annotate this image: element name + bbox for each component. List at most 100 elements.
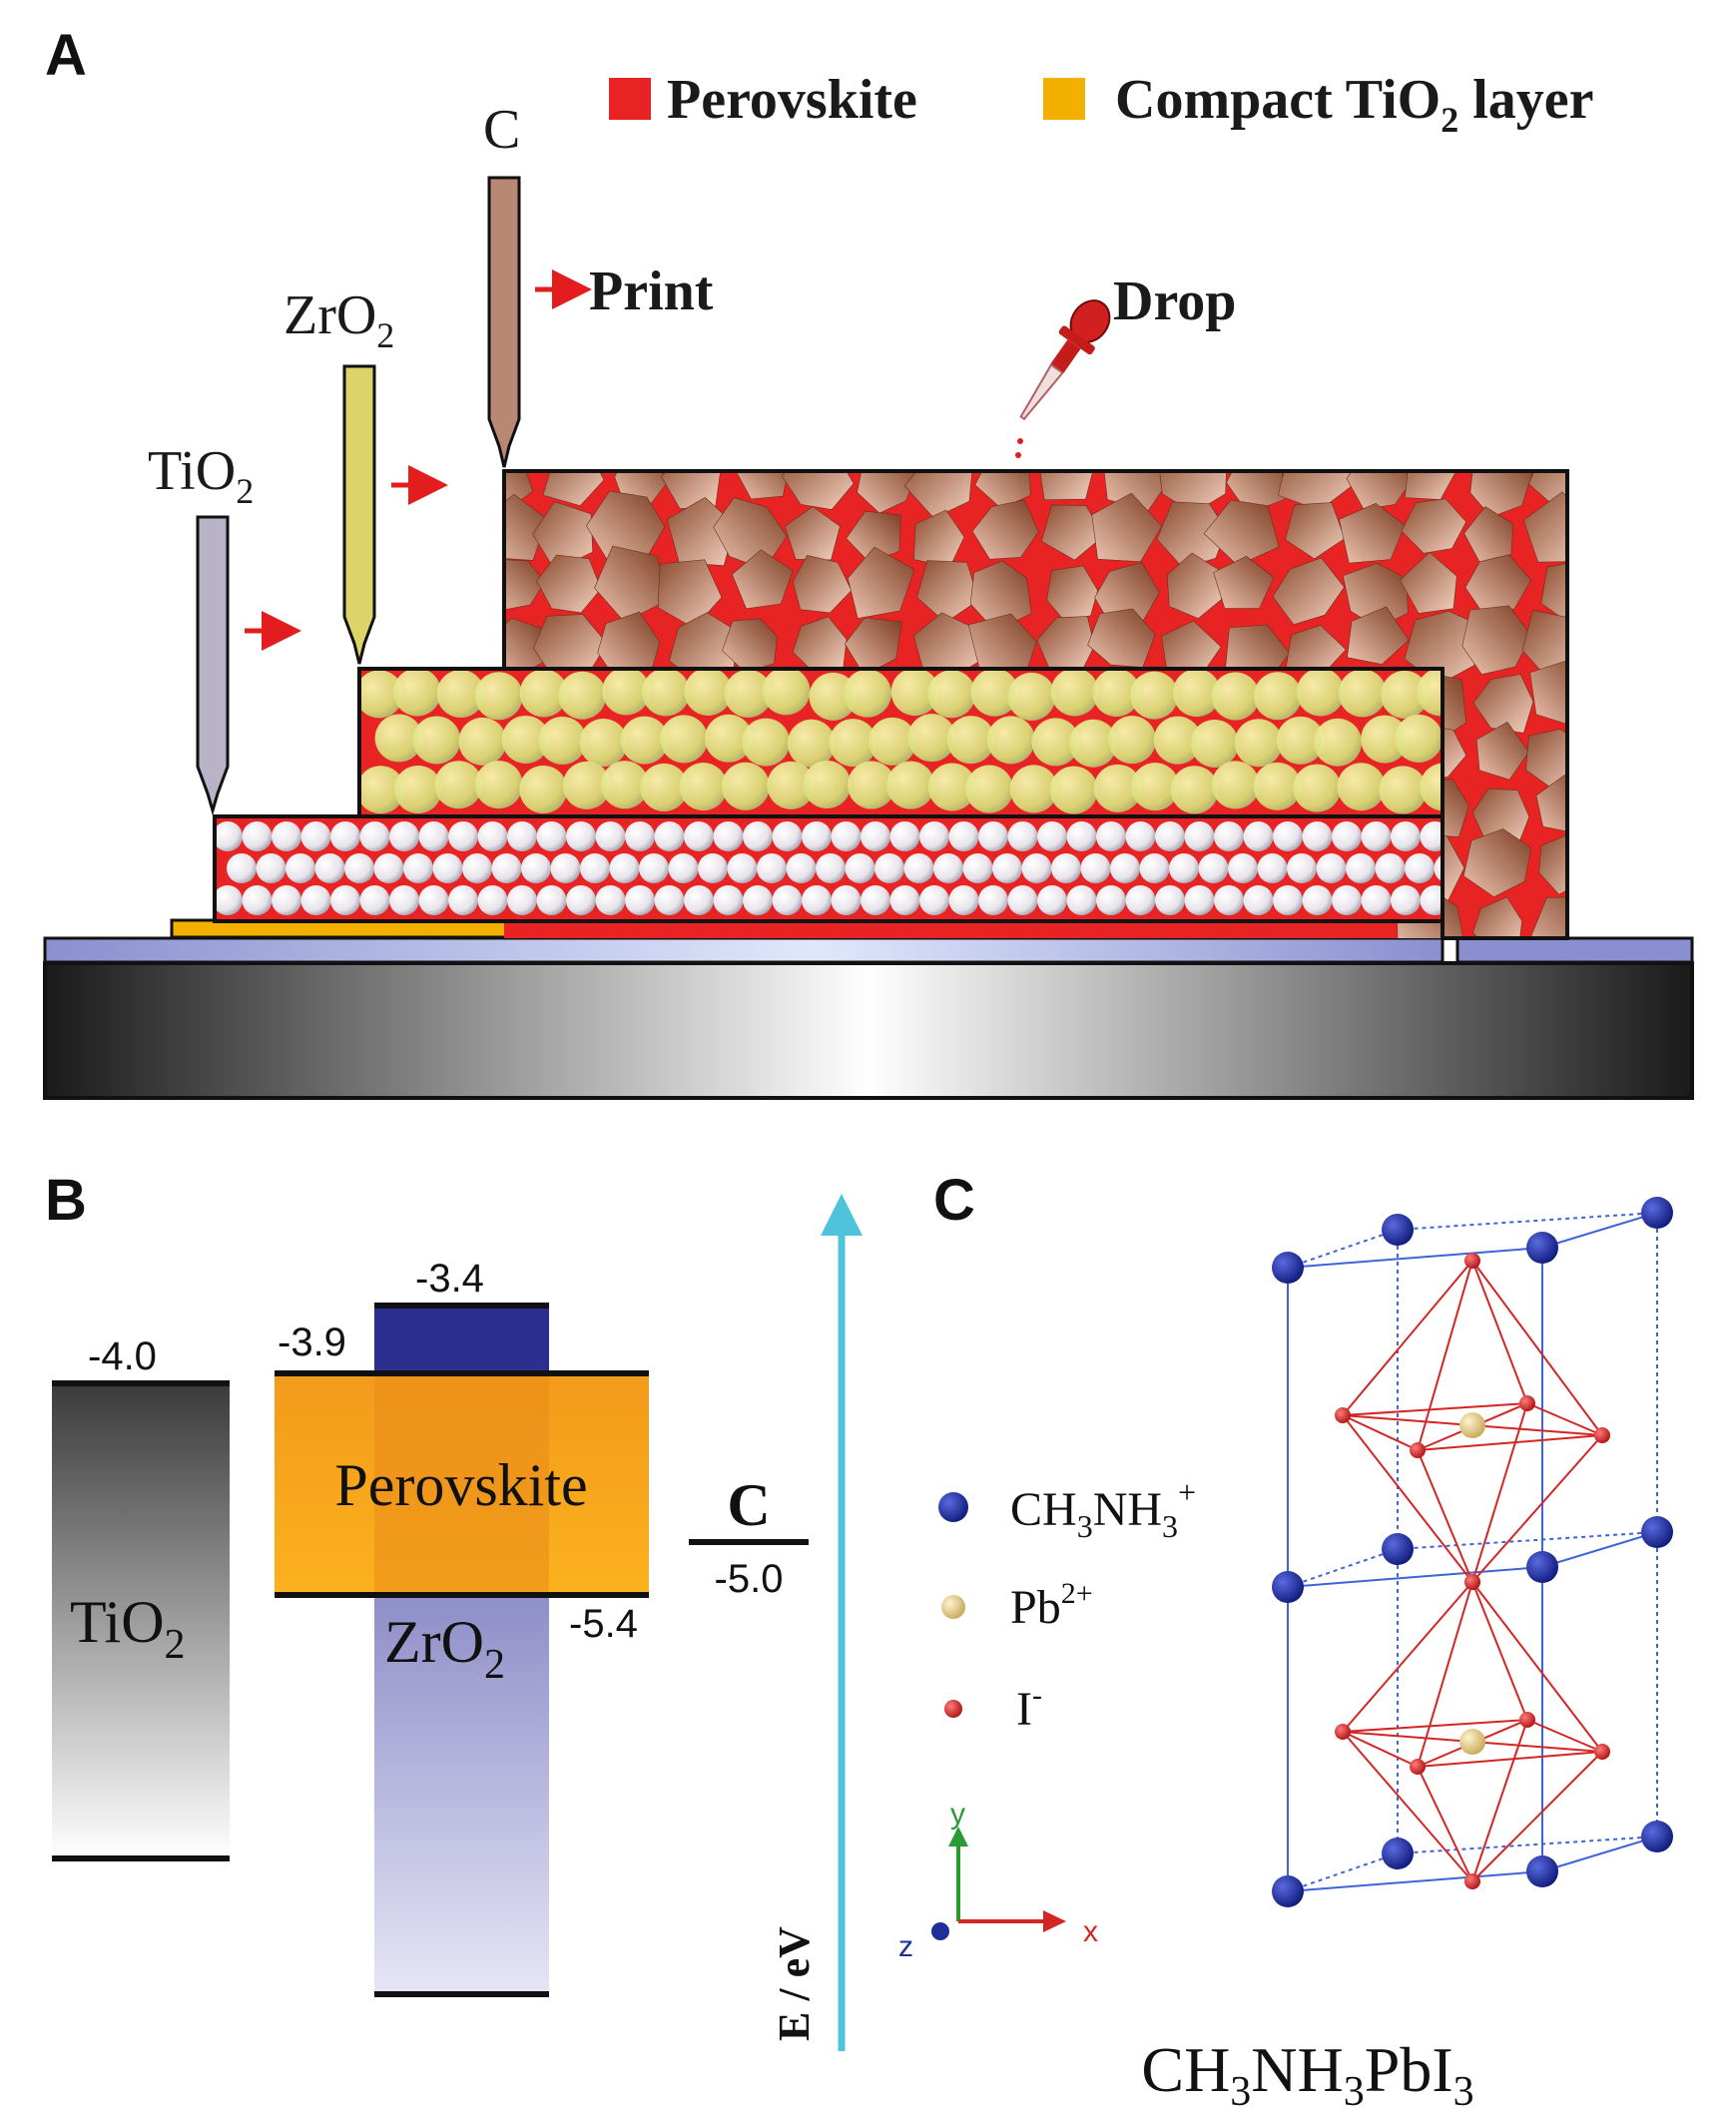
tio2-particle: [772, 885, 803, 915]
zro2-particle: [1050, 669, 1099, 717]
zro2-band-label: ZrO2: [384, 1609, 505, 1688]
carbon-particle: [857, 471, 919, 514]
tio2-particle: [477, 885, 508, 915]
zro2-particle: [803, 761, 852, 809]
zro2-particle: [640, 763, 689, 811]
carbon-particle: [1156, 501, 1227, 569]
methylammonium-legend-icon: [938, 1492, 968, 1522]
compact-tio2-legend-label: Compact TiO2 layer: [1115, 69, 1593, 140]
tio2-particle: [314, 853, 345, 883]
carbon-particle: [732, 549, 794, 610]
lead-atom: [1459, 1412, 1485, 1438]
tio2-layer: [213, 814, 1445, 923]
zro2-particle: [1361, 715, 1410, 764]
lead-atom: [1459, 1729, 1485, 1755]
methylammonium-atom: [1272, 1571, 1304, 1603]
carbon-level-value: -5.0: [715, 1557, 784, 1601]
tio2-particle: [1273, 821, 1303, 851]
tio2-particle: [521, 853, 551, 883]
drop-label: Drop: [1113, 270, 1236, 332]
iodide-atom: [1464, 1253, 1480, 1269]
tio2-particle: [684, 821, 714, 851]
zro2-particle: [965, 765, 1014, 813]
zro2-particle: [1276, 716, 1325, 765]
tio2-particle: [713, 821, 744, 851]
zro2-particle: [1379, 766, 1428, 814]
compact-tio2-legend-swatch: [1043, 78, 1085, 120]
zro2-particle: [558, 671, 607, 720]
zro2-particle: [579, 719, 628, 768]
tio2-particle: [477, 821, 508, 851]
perovskite-band-label: Perovskite: [334, 1452, 587, 1518]
carbon-particle: [1405, 471, 1456, 500]
tio2-particle: [609, 853, 640, 883]
zro2-particle: [1031, 718, 1080, 767]
zro2-particle: [1253, 762, 1302, 810]
carbon-particle: [1347, 606, 1410, 665]
tio2-particle: [432, 853, 463, 883]
zro2-particle: [742, 718, 791, 767]
print-label: Print: [589, 261, 714, 322]
carbon-particle: [1401, 498, 1467, 554]
tio2-particle: [373, 853, 404, 883]
tio2-particle: [962, 853, 993, 883]
iodide-atom: [1519, 1712, 1535, 1728]
tio2-particle: [1110, 853, 1140, 883]
carbon-particle: [1161, 620, 1222, 679]
formula-label: CH3NH3PbI3: [1141, 2034, 1473, 2110]
carbon-particle: [781, 471, 855, 510]
tio2-particle: [1302, 821, 1333, 851]
zro2-particle: [1381, 670, 1430, 719]
iodide-atom: [1335, 1724, 1351, 1740]
dropper-icon: [1015, 299, 1111, 458]
zro2-particle: [474, 672, 523, 721]
tio2-particle: [1302, 885, 1333, 915]
tio2-particle: [272, 821, 301, 851]
panel-b: B -4.0 TiO2 -3.4 -3.9 -5.4 Perovskite Zr…: [45, 1168, 863, 2051]
zro2-particle: [1420, 763, 1443, 811]
tio2-particle: [536, 885, 567, 915]
tio2-particle: [1139, 853, 1170, 883]
carbon-particle: [1203, 499, 1280, 566]
tio2-particle: [286, 853, 315, 883]
zro2-particle: [679, 763, 728, 811]
iodide-legend-icon: [944, 1700, 962, 1718]
tio2-particle: [536, 821, 567, 851]
glass-substrate: [43, 961, 1694, 1100]
zro2-particle: [660, 715, 709, 764]
tio2-particle: [1155, 821, 1185, 851]
zro2-particle: [986, 716, 1035, 765]
carbon-particle: [974, 471, 1031, 509]
tio2-particle: [256, 853, 287, 883]
zro2-particle: [359, 766, 405, 814]
tio2-particle: [1243, 885, 1274, 915]
tio2-head-label: TiO2: [148, 440, 254, 511]
zro2-cb-value: -3.4: [415, 1257, 484, 1301]
tio2-band: [52, 1383, 230, 1858]
carbon-particle: [969, 560, 1032, 632]
tio2-particle: [639, 853, 669, 883]
tio2-particle: [772, 821, 803, 851]
tio2-particle: [550, 853, 581, 883]
zro2-particle: [1108, 716, 1157, 765]
zro2-particle: [1234, 719, 1283, 768]
methylammonium-atom: [1641, 1516, 1673, 1548]
tio2-particle: [1243, 821, 1274, 851]
iodide-atom: [1464, 1574, 1480, 1590]
carbon-particle: [1272, 557, 1345, 626]
methylammonium-atom: [1382, 1838, 1414, 1869]
zro2-particle: [1395, 714, 1443, 763]
tio2-particle: [448, 885, 478, 915]
methylammonium-atom: [1272, 1252, 1304, 1284]
iodide-atom: [1594, 1427, 1610, 1443]
zro2-particle: [847, 761, 895, 809]
tio2-particle: [802, 885, 832, 915]
tio2-cb-value: -4.0: [88, 1334, 157, 1378]
tio2-particle: [389, 821, 419, 851]
zro2-particle: [890, 669, 939, 717]
zro2-particle: [434, 761, 483, 809]
tio2-particle: [359, 821, 390, 851]
tio2-particle: [1361, 821, 1392, 851]
zro2-particle: [1211, 761, 1260, 809]
